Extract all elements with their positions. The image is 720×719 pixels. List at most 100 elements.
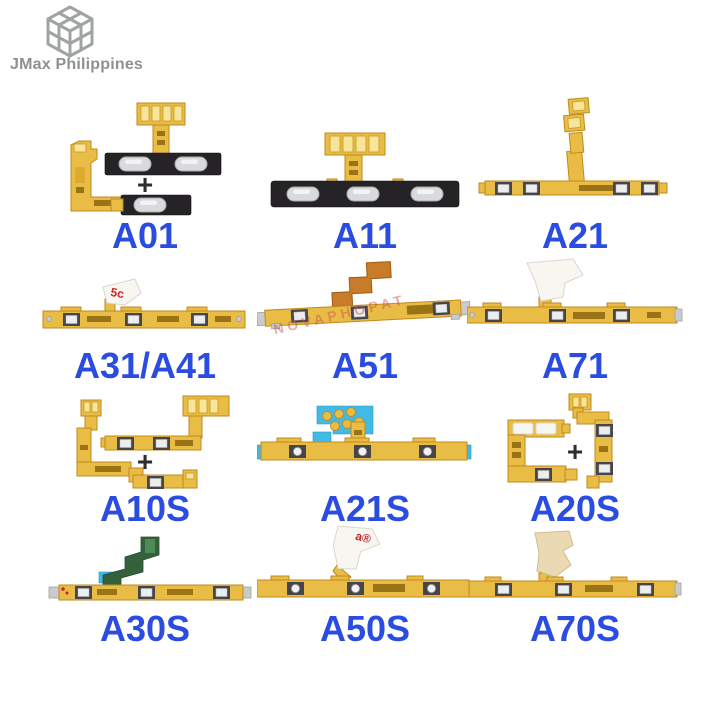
flex-button-icon xyxy=(212,585,231,600)
flex-button-icon xyxy=(534,467,553,482)
product-label-a20s: A20S xyxy=(529,488,621,529)
product-cell-a21s: A21S xyxy=(257,390,473,529)
silver-pill-button-icon xyxy=(346,186,380,202)
flex-cable-photo-a71 xyxy=(467,258,683,324)
silver-pill-button-icon xyxy=(286,186,320,202)
product-cell-a11: A11 xyxy=(257,95,473,255)
flex-cable-photo-a01 xyxy=(70,102,222,216)
product-cell-a51: NOVAPHOPAT A51 xyxy=(257,255,473,390)
button-strip xyxy=(257,437,472,461)
connector-comb xyxy=(324,132,386,184)
product-cell-a01: + A01 xyxy=(37,95,253,255)
flex-button-icon xyxy=(636,582,655,597)
flex-cable-photo-a31a41: 5c xyxy=(42,278,246,329)
flex-assembly xyxy=(257,261,471,330)
button-strip xyxy=(42,306,246,329)
connector-riser xyxy=(331,261,392,308)
product-label-a70s: A70S xyxy=(529,608,621,649)
flex-button-icon xyxy=(612,308,631,323)
flex-button-icon xyxy=(432,301,451,316)
flex-button-icon xyxy=(190,312,209,327)
product-label-a71: A71 xyxy=(541,345,609,386)
flex-round-button-icon xyxy=(353,444,372,459)
plus-sign: + xyxy=(136,169,154,200)
flex-button-icon xyxy=(522,181,541,196)
flex-cable-photo-a21s xyxy=(257,405,472,461)
volume-flex xyxy=(104,102,222,176)
sticker-text: 5c xyxy=(110,285,126,301)
button-strip xyxy=(468,576,682,598)
flex-button-icon xyxy=(62,312,81,327)
flex-button-icon xyxy=(554,582,573,597)
product-label-a50s: A50S xyxy=(319,608,411,649)
power-flex xyxy=(132,469,198,490)
flex-button-icon xyxy=(137,585,156,600)
silver-pill-button-icon xyxy=(410,186,444,202)
flex-cable-photo-a70s xyxy=(468,530,682,598)
silver-pill-button-icon xyxy=(174,156,208,172)
flex-cable-photo-a50s: a® xyxy=(257,525,470,598)
product-cell-a71: A71 xyxy=(467,255,683,390)
flex-button-icon xyxy=(290,308,309,324)
button-strip xyxy=(478,180,668,196)
button-strip xyxy=(48,584,252,601)
flex-button-icon xyxy=(124,312,143,327)
tan-sticker xyxy=(534,530,574,584)
flex-button-icon xyxy=(494,582,513,597)
flex-button-icon xyxy=(494,181,513,196)
volume-flex xyxy=(100,395,230,451)
product-cell-a10s: + A10S xyxy=(37,390,253,529)
flex-cable-photo-a20s xyxy=(507,393,614,489)
flex-round-button-icon xyxy=(418,444,437,459)
green-connector xyxy=(98,536,160,586)
product-cell-a30s: A30S xyxy=(37,525,253,657)
flex-button-icon xyxy=(350,305,369,320)
flex-cable-photo-a11 xyxy=(270,132,460,208)
power-flex xyxy=(110,194,192,216)
product-label-a30s: A30S xyxy=(99,608,191,649)
flex-round-button-icon xyxy=(346,581,365,596)
flex-round-button-icon xyxy=(288,444,307,459)
flex-round-button-icon xyxy=(286,581,305,596)
cube-logo-icon xyxy=(46,5,94,58)
flex-cable-photo-a10s xyxy=(76,395,230,490)
flex-round-button-icon xyxy=(422,581,441,596)
plus-sign: + xyxy=(566,436,584,467)
sticker-text: a® xyxy=(354,529,373,546)
paper-sticker xyxy=(526,258,584,310)
flex-button-icon xyxy=(74,585,93,600)
connector-head xyxy=(312,405,374,443)
button-strip xyxy=(270,178,460,208)
button-strip xyxy=(467,302,683,324)
product-cell-a21: A21 xyxy=(467,95,683,255)
flag-sticker: 5c xyxy=(102,278,142,314)
product-cell-a20s: + A20S xyxy=(467,390,683,529)
plus-sign: + xyxy=(136,446,154,477)
flex-cable-photo-a51 xyxy=(257,261,471,330)
vertical-flex xyxy=(568,393,614,489)
flex-button-icon xyxy=(595,423,614,438)
flex-cable-photo-a30s xyxy=(48,536,252,601)
button-strip xyxy=(257,575,470,598)
flex-button-icon xyxy=(612,181,631,196)
silver-pill-button-icon xyxy=(133,197,167,213)
product-label-a10s: A10S xyxy=(99,488,191,529)
flex-cable-photo-a21 xyxy=(478,97,668,196)
product-label-a51: A51 xyxy=(331,345,399,386)
flex-button-icon xyxy=(548,308,567,323)
product-label-a11: A11 xyxy=(332,215,398,256)
product-cell-a70s: A70S xyxy=(467,525,683,657)
zigzag-flex xyxy=(76,399,144,483)
product-label-a31a41: A31/A41 xyxy=(73,345,217,386)
paper-sticker: a® xyxy=(332,525,381,584)
brand-name: JMax Philippines xyxy=(10,56,144,73)
product-cell-a50s: a® A50S xyxy=(257,525,473,657)
product-cell-a31a41: 5c A31/A41 xyxy=(37,255,253,390)
flex-button-icon xyxy=(484,308,503,323)
connector-riser xyxy=(563,97,590,185)
product-label-a21: A21 xyxy=(541,215,609,256)
product-label-a21s: A21S xyxy=(319,488,411,529)
flex-button-icon xyxy=(640,181,659,196)
bracket-flex xyxy=(507,419,578,483)
